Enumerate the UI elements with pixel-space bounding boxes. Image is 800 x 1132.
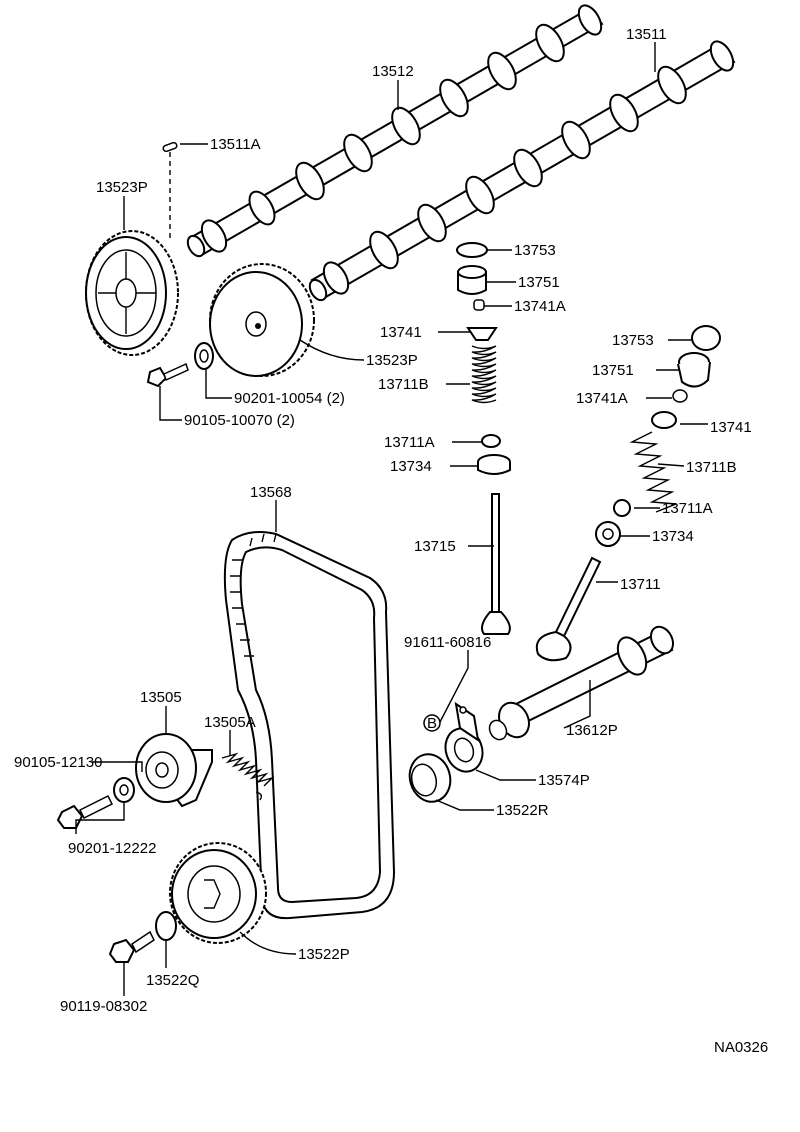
label-13711A-b: 13711A [662, 500, 713, 517]
label-13711B-a: 13711B [378, 376, 429, 393]
label-13568: 13568 [250, 484, 292, 501]
label-91611-60816: 91611-60816 [404, 634, 491, 651]
valve-spring-13711B-b [629, 431, 677, 513]
label-13741A-b: 13741A [576, 390, 628, 407]
label-13612P: 13612P [566, 722, 618, 739]
bolt-90105-12130 [56, 794, 114, 829]
label-13522P: 13522P [298, 946, 350, 963]
valve-seal-13711A-a [481, 434, 501, 448]
valve-seal-13711A-b [613, 499, 631, 517]
part-number-labels: 13512 13511 13511A 13523P 13523P 13753 1… [14, 26, 768, 1056]
label-90119-08302: 90119-08302 [60, 998, 147, 1015]
label-13741A-a: 13741A [514, 298, 566, 315]
label-13711A-a: 13711A [384, 434, 435, 451]
spring-seat-13734-b [595, 521, 621, 547]
valve-lifter-13751-a [457, 265, 487, 295]
washer-13522Q [155, 911, 177, 941]
label-13751-a: 13751 [518, 274, 560, 291]
valve-lifter-13751-b [677, 352, 711, 388]
camshaft-timing-pulley-left [85, 230, 179, 356]
label-13511: 13511 [626, 26, 667, 43]
camshaft-13512 [186, 4, 604, 258]
knock-pin-13511A [162, 141, 178, 153]
label-13711: 13711 [620, 576, 661, 593]
valve-spring-13711B-a [471, 345, 497, 404]
label-90105-12130: 90105-12130 [14, 754, 102, 771]
label-13741-a: 13741 [380, 324, 422, 341]
pulley-13522R [408, 753, 452, 803]
camshaft-13511 [308, 40, 736, 302]
label-90201-10054: 90201-10054 (2) [234, 390, 345, 407]
belt-tensioner-13505 [135, 733, 213, 808]
washer-90201-12222 [113, 777, 135, 803]
leader-lines [75, 42, 708, 996]
bolt-90119-08302 [108, 930, 155, 963]
valve-shim-13753-a [456, 242, 488, 258]
label-13574P: 13574P [538, 772, 590, 789]
label-13511A: 13511A [210, 136, 261, 153]
callout-b-letter: B [427, 715, 437, 732]
label-13523P-right: 13523P [366, 352, 418, 369]
callout-b: B [423, 714, 441, 732]
valve-13711 [535, 556, 602, 662]
oil-seal-13574P [444, 701, 484, 773]
valve-keeper-13741A-a [473, 299, 485, 311]
label-13505: 13505 [140, 689, 182, 706]
label-90105-10070: 90105-10070 (2) [184, 412, 295, 429]
tension-spring-13505A [221, 752, 275, 801]
label-13522R: 13522R [496, 802, 549, 819]
washer-90201-10054 [194, 342, 214, 370]
spring-retainer-13741-a [466, 327, 498, 341]
valve-13715 [481, 493, 511, 635]
camshaft-13612P [488, 625, 675, 741]
label-13512: 13512 [372, 63, 414, 80]
crankshaft-timing-pulley-13522P [169, 842, 267, 944]
label-13734-b: 13734 [652, 528, 694, 545]
camshaft-timing-pulley-right [209, 263, 315, 377]
label-13734-a: 13734 [390, 458, 432, 475]
timing-belt-13568 [223, 531, 396, 920]
label-13751-b: 13751 [592, 362, 634, 379]
label-90201-12222: 90201-12222 [68, 840, 156, 857]
spring-seat-13734-a [477, 454, 511, 475]
label-13522Q: 13522Q [146, 972, 199, 989]
label-13715: 13715 [414, 538, 456, 555]
label-13505A: 13505A [204, 714, 256, 731]
label-13753-b: 13753 [612, 332, 654, 349]
label-13523P-left: 13523P [96, 179, 148, 196]
valve-keeper-13741A-b [672, 389, 688, 403]
spring-retainer-13741-b [651, 411, 677, 429]
bolt-90105-10070 [146, 362, 189, 388]
label-13741-b: 13741 [710, 419, 752, 436]
drawing-code: NA0326 [714, 1039, 768, 1056]
valve-shim-13753-b [691, 325, 721, 351]
label-13753-a: 13753 [514, 242, 556, 259]
label-13711B-b: 13711B [686, 459, 737, 476]
